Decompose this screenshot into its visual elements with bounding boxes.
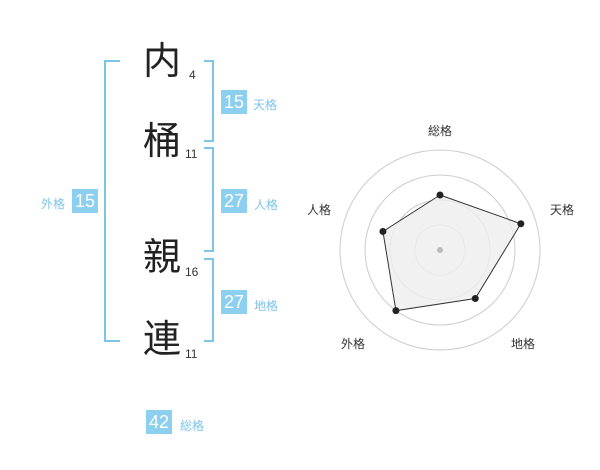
gaikaku-bracket [104, 60, 120, 342]
radar-label-jinkaku: 人格 [307, 203, 332, 217]
radar-label-tenkaku: 天格 [550, 203, 575, 217]
radar-point-5 [379, 227, 387, 235]
name-char-4: 連 [143, 317, 182, 361]
stroke-count-3: 16 [185, 265, 199, 279]
stroke-count-1: 4 [189, 68, 196, 82]
chikaku-score: 27 [221, 290, 247, 314]
gaikaku-label: 外格 [41, 197, 66, 211]
tenkaku-score: 15 [221, 90, 247, 114]
soukaku-score: 42 [146, 410, 172, 434]
radar-label-chikaku: 地格 [511, 337, 536, 351]
soukaku-label: 総格 [180, 419, 205, 433]
radar-center-dot [437, 247, 443, 253]
tenkaku-label: 天格 [253, 98, 278, 112]
radar-point-2 [517, 220, 525, 228]
radar-point-1 [436, 191, 444, 199]
jinkaku-label: 人格 [254, 198, 279, 212]
stroke-count-4: 11 [185, 347, 198, 361]
name-char-1: 内 [143, 39, 182, 83]
radar-point-3 [471, 295, 479, 303]
jinkaku-bracket [204, 147, 214, 252]
radar-grid-ring-2 [364, 174, 516, 326]
radar-grid-ring-1 [339, 149, 541, 351]
radar-label-gaikaku: 外格 [341, 337, 366, 351]
name-char-2: 桶 [143, 119, 182, 163]
tenkaku-bracket [204, 60, 214, 142]
jinkaku-score: 27 [221, 189, 247, 213]
radar-series-polygon [382, 194, 522, 312]
radar-point-4 [392, 307, 400, 315]
stroke-count-2: 11 [185, 147, 198, 161]
name-char-3: 親 [143, 235, 182, 279]
radar-label-soukaku: 総格 [428, 124, 453, 138]
gaikaku-score: 15 [72, 189, 98, 213]
chikaku-bracket [204, 258, 214, 342]
chikaku-label: 地格 [254, 299, 279, 313]
